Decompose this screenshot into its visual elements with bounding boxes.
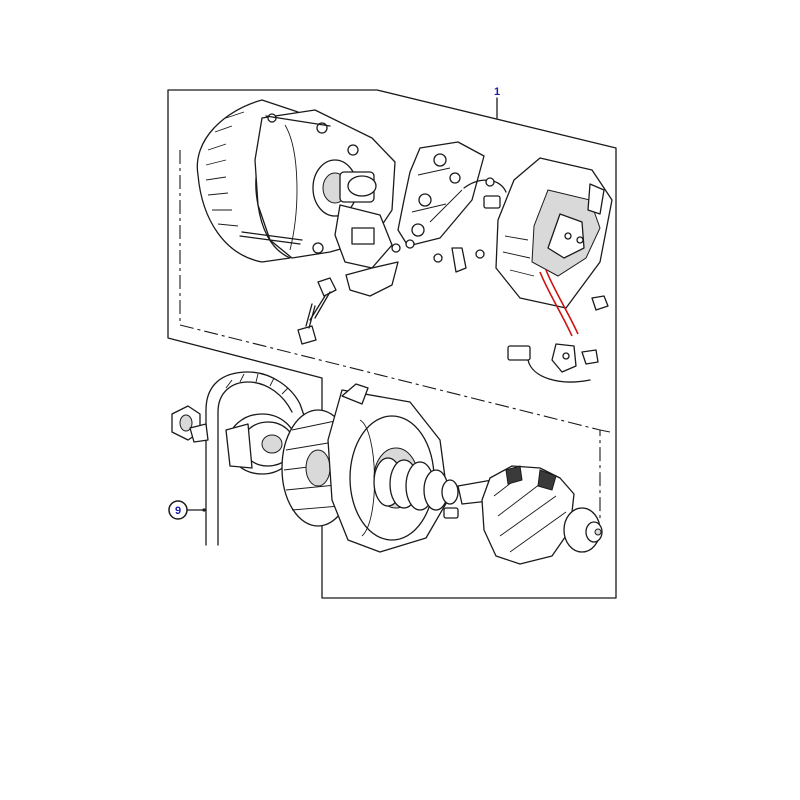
wire-harness xyxy=(539,269,579,337)
callout-9-label[interactable]: 9 xyxy=(175,505,181,517)
sensor-connector xyxy=(507,343,599,383)
rectifier-plate xyxy=(397,141,485,247)
pulley xyxy=(225,413,297,475)
drive-belt xyxy=(205,371,317,546)
pulley-nut xyxy=(171,405,209,443)
rear-cover xyxy=(495,157,613,311)
alignment-lines xyxy=(179,150,611,520)
bearing-stack xyxy=(373,457,459,519)
rotor xyxy=(457,465,603,565)
small-fasteners xyxy=(391,239,485,273)
assembly-frame xyxy=(167,89,617,599)
callout-1-label[interactable]: 1 xyxy=(494,86,500,98)
plate-lead xyxy=(463,177,507,209)
mounting-bolts xyxy=(297,277,337,345)
stator-housing xyxy=(196,99,396,263)
brush-holder-bracket xyxy=(334,204,399,297)
callout-9[interactable]: 9 xyxy=(168,500,206,520)
